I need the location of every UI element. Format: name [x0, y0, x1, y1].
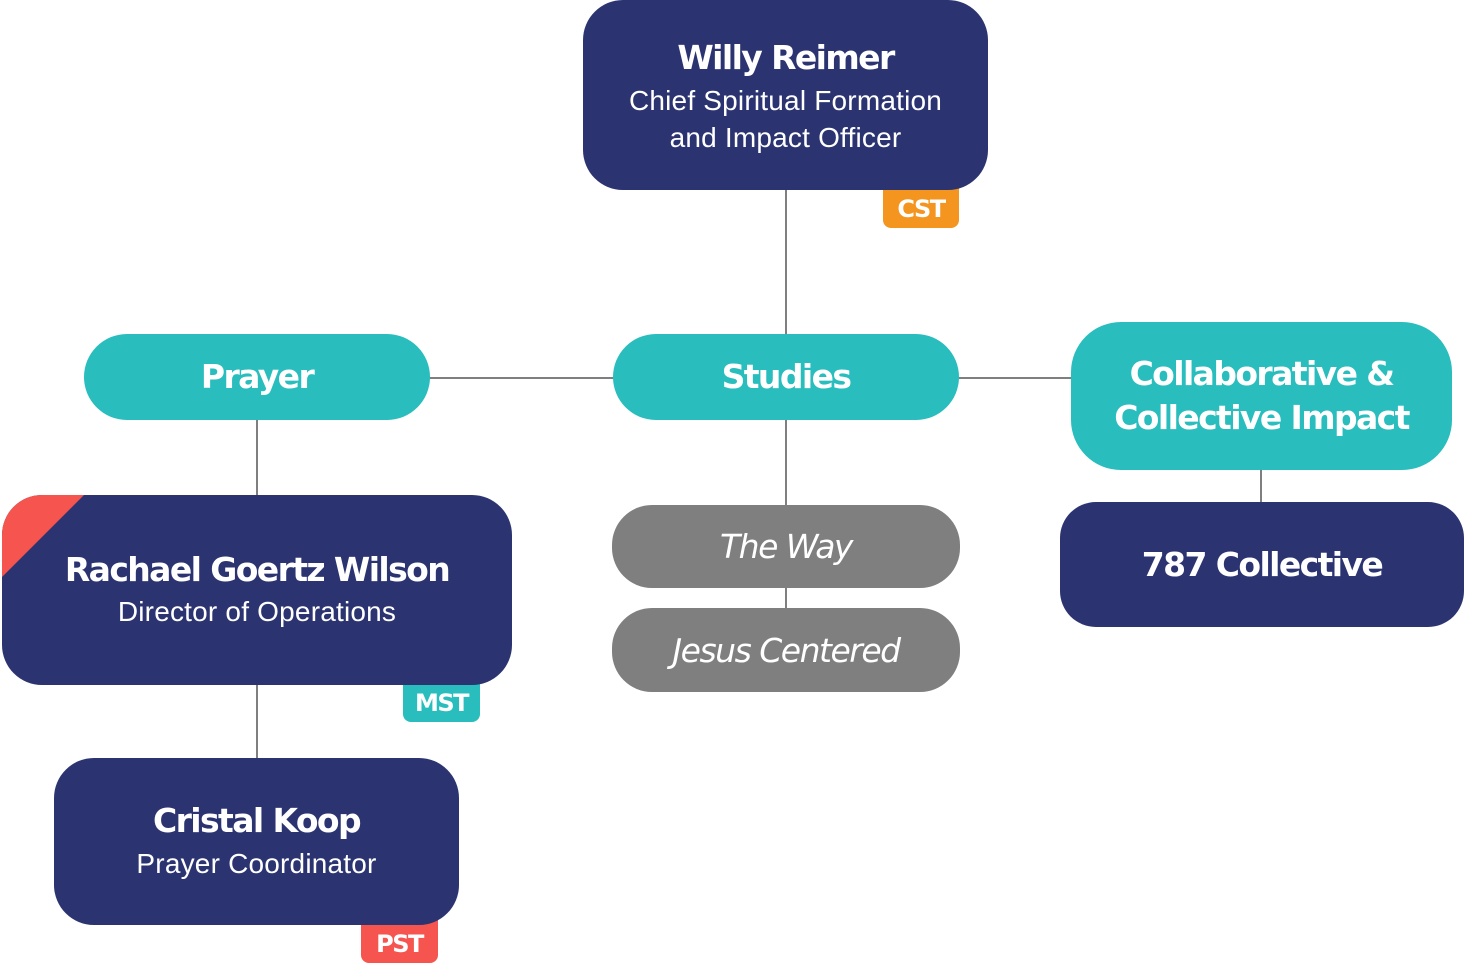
node-studies[interactable]: Studies — [613, 334, 959, 420]
connector-rachael-cristal — [256, 685, 258, 758]
connector-collaborative-787 — [1260, 470, 1262, 502]
node-name: Cristal Koop — [152, 801, 362, 841]
node-name: Rachael Goertz Wilson — [64, 549, 451, 589]
node-label: Jesus Centered — [672, 630, 901, 670]
connector-the-way-jesus-centered — [785, 588, 787, 608]
node-title-line1: Chief Spiritual Formation — [628, 84, 943, 116]
node-prayer[interactable]: Prayer — [84, 334, 430, 420]
badge-cst-label: CST — [897, 195, 946, 223]
badge-pst-label: PST — [376, 929, 424, 958]
node-cristal-koop[interactable]: Cristal Koop Prayer Coordinator — [54, 758, 459, 925]
connector-studies-the-way — [785, 420, 787, 505]
node-label: Studies — [721, 357, 852, 396]
badge-mst-label: MST — [414, 689, 470, 717]
node-title: Director of Operations — [117, 596, 397, 628]
node-title-line2: and Impact Officer — [669, 121, 902, 153]
node-label: 787 Collective — [1141, 544, 1384, 584]
node-collaborative-collective-impact[interactable]: Collaborative & Collective Impact — [1071, 322, 1452, 470]
node-jesus-centered[interactable]: Jesus Centered — [612, 608, 960, 692]
connector-studies-collaborative — [959, 377, 1071, 379]
node-rachael-goertz-wilson[interactable]: Rachael Goertz Wilson Director of Operat… — [2, 495, 512, 685]
node-willy-reimer[interactable]: Willy Reimer Chief Spiritual Formation a… — [583, 0, 988, 190]
node-label: The Way — [720, 527, 853, 566]
node-name: Willy Reimer — [677, 38, 895, 78]
badge-cst: CST — [883, 186, 959, 228]
badge-mst: MST — [403, 680, 480, 722]
connector-prayer-studies — [430, 377, 613, 379]
node-the-way[interactable]: The Way — [612, 505, 960, 588]
connector-prayer-rachael — [256, 420, 258, 495]
badge-pst: PST — [361, 920, 438, 963]
node-title: Prayer Coordinator — [136, 847, 377, 879]
connector-willy-studies — [785, 190, 787, 334]
node-label-line2: Collective Impact — [1114, 398, 1410, 437]
node-label: Prayer — [200, 357, 315, 396]
node-787-collective[interactable]: 787 Collective — [1060, 502, 1464, 627]
node-label-line1: Collaborative & — [1129, 354, 1395, 393]
